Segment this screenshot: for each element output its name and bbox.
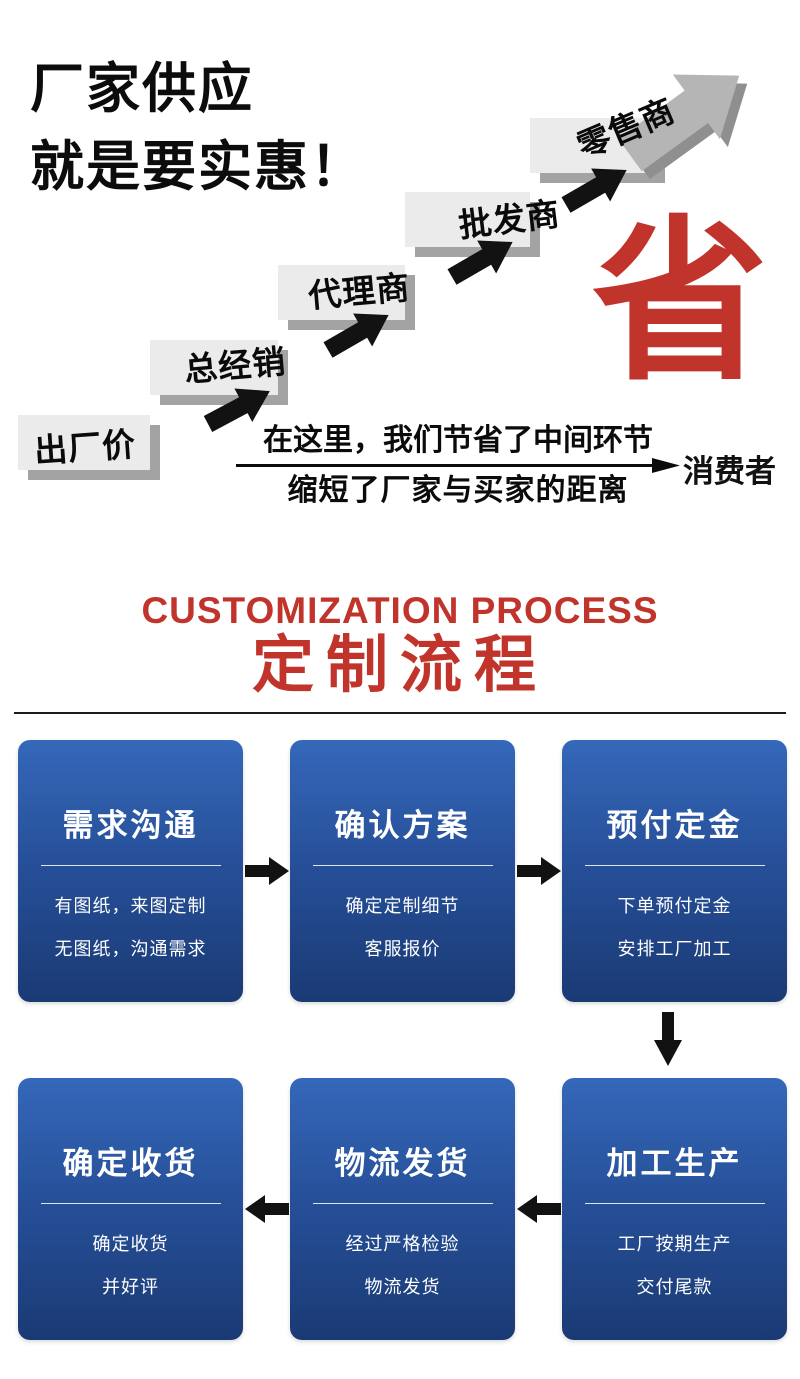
process-card-line: 确定定制细节 — [345, 896, 460, 916]
hero-title-line2: 就是要实惠！ — [30, 137, 366, 197]
process-card-line: 经过严格检验 — [345, 1234, 460, 1254]
process-card-title: 加工生产 — [606, 1146, 743, 1181]
stair-step-label-agent: 代理商 — [306, 268, 412, 315]
stair-step-label-distributor: 总经销 — [182, 342, 288, 389]
card-title-underline — [312, 865, 493, 866]
process-card-line: 工厂按期生产 — [617, 1234, 732, 1254]
process-card-title: 物流发货 — [334, 1146, 471, 1181]
card-title-underline — [584, 865, 765, 866]
hero-section: 厂家供应 就是要实惠！ 出厂价 总经销 代理商 批发商 零售商 省 在这里，我们… — [0, 0, 800, 545]
card-title-underline — [312, 1203, 493, 1204]
caption-arrow-right-icon — [236, 458, 680, 473]
process-card-line: 客服报价 — [364, 939, 441, 959]
step-arrow-icon — [323, 313, 389, 358]
process-card-line: 物流发货 — [364, 1277, 441, 1297]
step-arrow-icon — [203, 388, 270, 432]
staircase-graphic — [18, 74, 748, 480]
process-card-line: 确定收货 — [92, 1234, 169, 1254]
process-card-line: 下单预付定金 — [617, 896, 732, 916]
flow-arrow-right-icon — [245, 856, 289, 886]
process-card-requirements: 需求沟通 有图纸，来图定制 无图纸，沟通需求 — [18, 740, 243, 1002]
card-title-underline — [40, 1203, 221, 1204]
stair-step-label-factory-price: 出厂价 — [33, 425, 138, 470]
flow-arrow-left-icon — [245, 1194, 289, 1224]
flow-arrow-right-icon — [517, 856, 561, 886]
process-card-shipping: 物流发货 经过严格检验 物流发货 — [290, 1078, 515, 1340]
step-arrow-icon — [561, 168, 627, 213]
flow-arrow-down-icon — [653, 1012, 683, 1066]
caption-line2: 缩短了厂家与买家的距离 — [287, 474, 629, 507]
step-arrow-icon — [447, 240, 513, 285]
flow-arrow-left-icon — [517, 1194, 561, 1224]
staircase-band — [18, 118, 655, 470]
card-title-underline — [584, 1203, 765, 1204]
process-card-deposit: 预付定金 下单预付定金 安排工厂加工 — [562, 740, 787, 1002]
process-card-receipt: 确定收货 确定收货 并好评 — [18, 1078, 243, 1340]
process-card-line: 交付尾款 — [636, 1277, 713, 1297]
hero-caption: 在这里，我们节省了中间环节 缩短了厂家与买家的距离 — [236, 424, 680, 507]
process-card-title: 确定收货 — [62, 1146, 199, 1181]
process-card-title: 需求沟通 — [62, 808, 199, 843]
process-title-en: CUSTOMIZATION PROCESS — [141, 590, 659, 631]
process-title-cn: 定制流程 — [251, 628, 548, 701]
hero-title-line1: 厂家供应 — [30, 59, 254, 119]
process-card-production: 加工生产 工厂按期生产 交付尾款 — [562, 1078, 787, 1340]
process-card-confirm-plan: 确认方案 确定定制细节 客服报价 — [290, 740, 515, 1002]
section-divider — [14, 712, 786, 714]
caption-line1: 在这里，我们节省了中间环节 — [263, 424, 653, 457]
process-card-line: 有图纸，来图定制 — [54, 896, 207, 916]
process-card-title: 确认方案 — [334, 808, 471, 843]
consumer-label: 消费者 — [683, 454, 776, 489]
process-card-line: 并好评 — [102, 1277, 159, 1297]
top-arrow-icon — [618, 74, 740, 172]
save-character: 省 — [592, 198, 769, 405]
process-card-line: 安排工厂加工 — [617, 939, 732, 959]
process-card-title: 预付定金 — [606, 808, 743, 843]
card-title-underline — [40, 865, 221, 866]
process-card-line: 无图纸，沟通需求 — [54, 939, 207, 959]
